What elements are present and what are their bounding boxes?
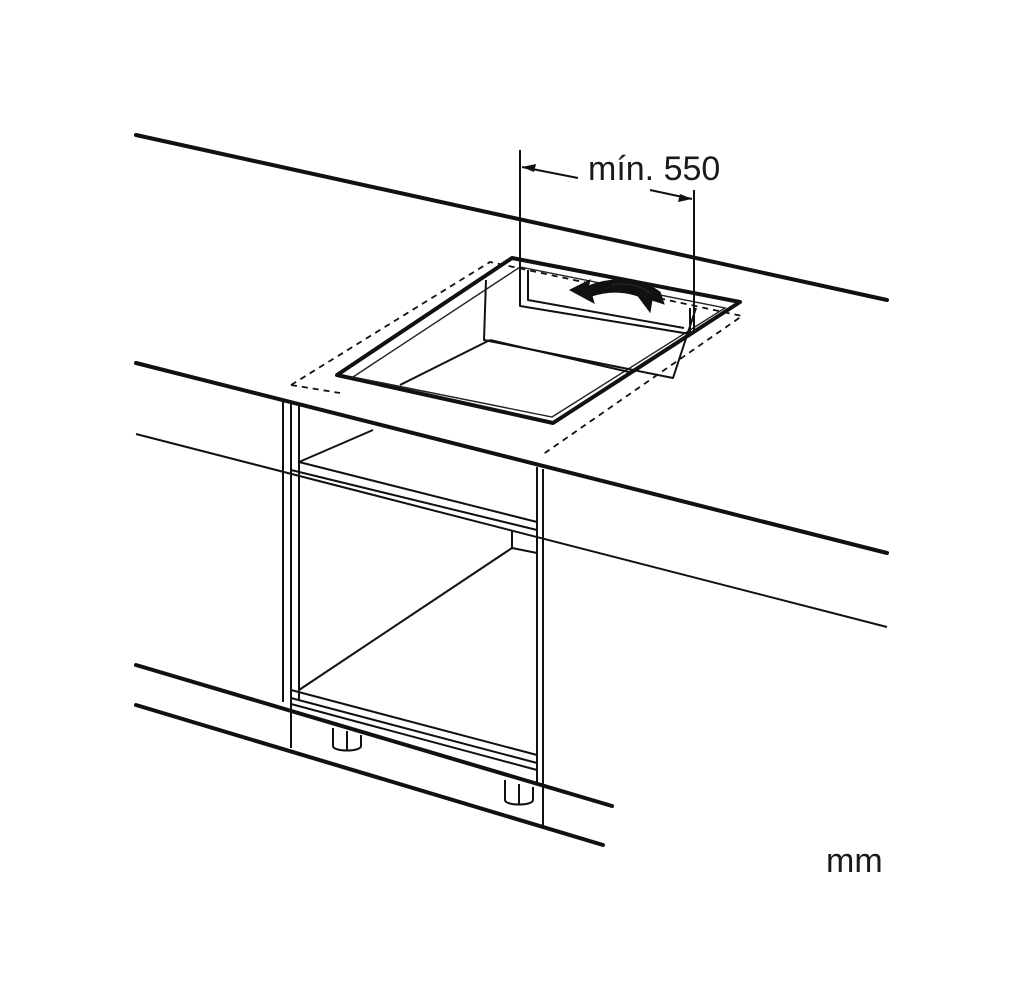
- dimension-arrow-right: [678, 194, 692, 202]
- cabinet-base-line: [290, 703, 538, 771]
- foot-right-body: [504, 780, 534, 806]
- foot-left-body: [332, 728, 362, 752]
- cutout-inner-floor-left: [399, 339, 491, 386]
- dashed-outline-left: [290, 384, 341, 394]
- plinth-bottom-edge: [134, 703, 605, 847]
- cabinet-shelf-front-bottom: [290, 469, 538, 531]
- dimension-min-550: mín. 550: [519, 150, 720, 330]
- cabinet-bottom-edge-bottom: [290, 697, 538, 764]
- airflow-arrow-icon: [568, 279, 665, 314]
- cabinet-back-edge: [511, 547, 538, 554]
- cabinet-feet: [332, 728, 534, 806]
- cabinet-foot-right: [504, 780, 534, 806]
- cutout-inner-lip: [351, 266, 727, 418]
- ventilation-gap-inner: [527, 270, 685, 329]
- countertop-front-edge: [134, 361, 889, 555]
- dimension-label: mín. 550: [588, 150, 720, 188]
- plinth: [134, 663, 614, 847]
- unit-label: mm: [826, 842, 883, 880]
- cabinet-foot-left: [332, 728, 362, 752]
- cabinet-floor-diagonal: [298, 547, 513, 691]
- worktop-cutout: [335, 256, 742, 425]
- dimension-arrow-left: [522, 164, 536, 172]
- airflow-arrow-highlight: [611, 283, 653, 295]
- cabinet-shelf-front-top: [298, 461, 538, 523]
- cutout-inner-back-wall: [483, 279, 697, 379]
- cabinet-bottom-edge-top: [290, 689, 538, 756]
- hob-dashed-outline: [290, 261, 745, 456]
- plinth-top-edge: [134, 663, 614, 808]
- cutout-inner-floor-back: [489, 339, 630, 373]
- ventilation-gap: [519, 268, 691, 335]
- countertop-back-edge: [134, 133, 889, 302]
- countertop: [134, 133, 889, 628]
- cabinet-shelf-left: [298, 429, 374, 463]
- cutout-outline: [335, 256, 742, 425]
- base-cabinet: [282, 400, 544, 826]
